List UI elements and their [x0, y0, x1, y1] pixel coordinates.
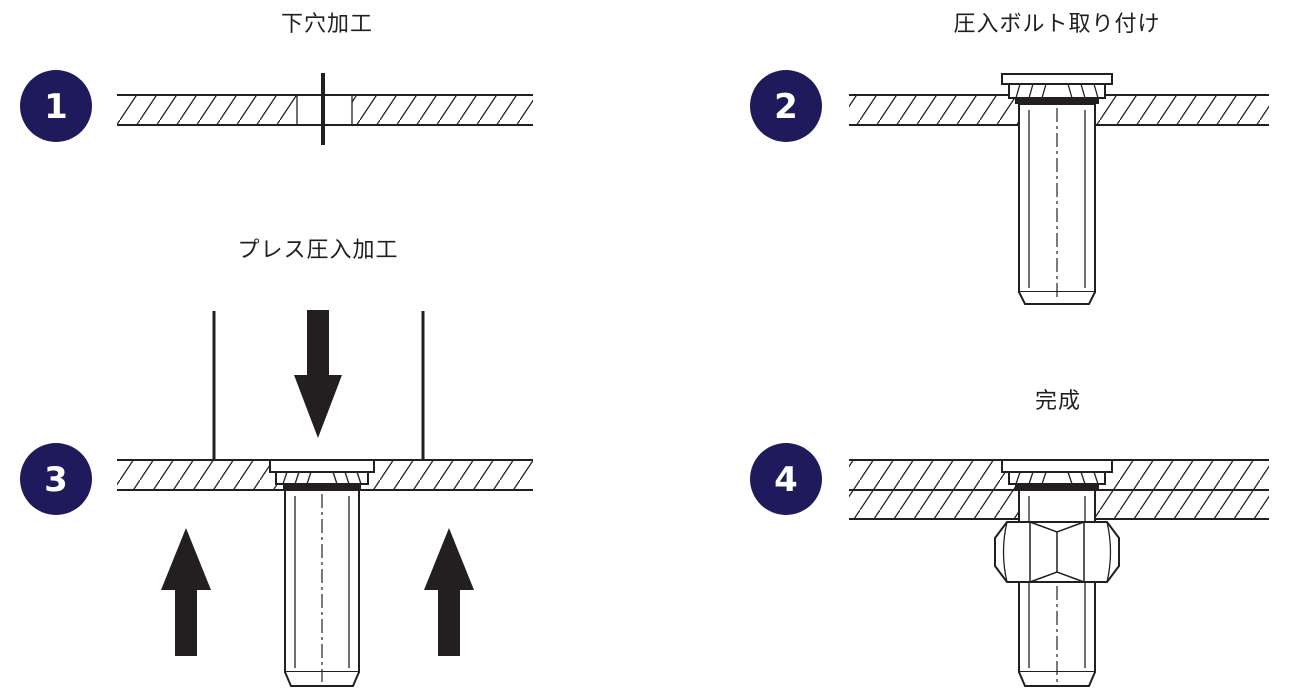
- step-4-title: 完成: [1034, 389, 1082, 414]
- press-bolt: [1001, 73, 1113, 305]
- up-arrow-icon: [161, 528, 211, 656]
- plate: [117, 73, 533, 145]
- press-bolt: [269, 459, 375, 687]
- step-4-badge: [750, 443, 822, 515]
- hex-nut: [994, 521, 1120, 583]
- step-3-number: 3: [44, 460, 68, 500]
- step-2-drawing: 2: [750, 70, 1269, 305]
- down-arrow-icon: [294, 310, 342, 438]
- step-4-drawing: 4: [750, 443, 1269, 687]
- step-2-number: 2: [774, 87, 798, 127]
- step-3-drawing: 3: [20, 310, 533, 687]
- step-1-number: 1: [44, 87, 68, 127]
- step-1-badge: [20, 70, 92, 142]
- step-2-badge: [750, 70, 822, 142]
- up-arrow-icon: [424, 528, 474, 656]
- step-3-title: プレス圧入加工: [237, 238, 399, 263]
- step-3-badge: [20, 443, 92, 515]
- step-1-drawing: 1: [20, 70, 533, 145]
- step-2-title: 圧入ボルト取り付け: [953, 12, 1161, 37]
- step-4-number: 4: [774, 460, 798, 500]
- step-1-title: 下穴加工: [280, 12, 374, 37]
